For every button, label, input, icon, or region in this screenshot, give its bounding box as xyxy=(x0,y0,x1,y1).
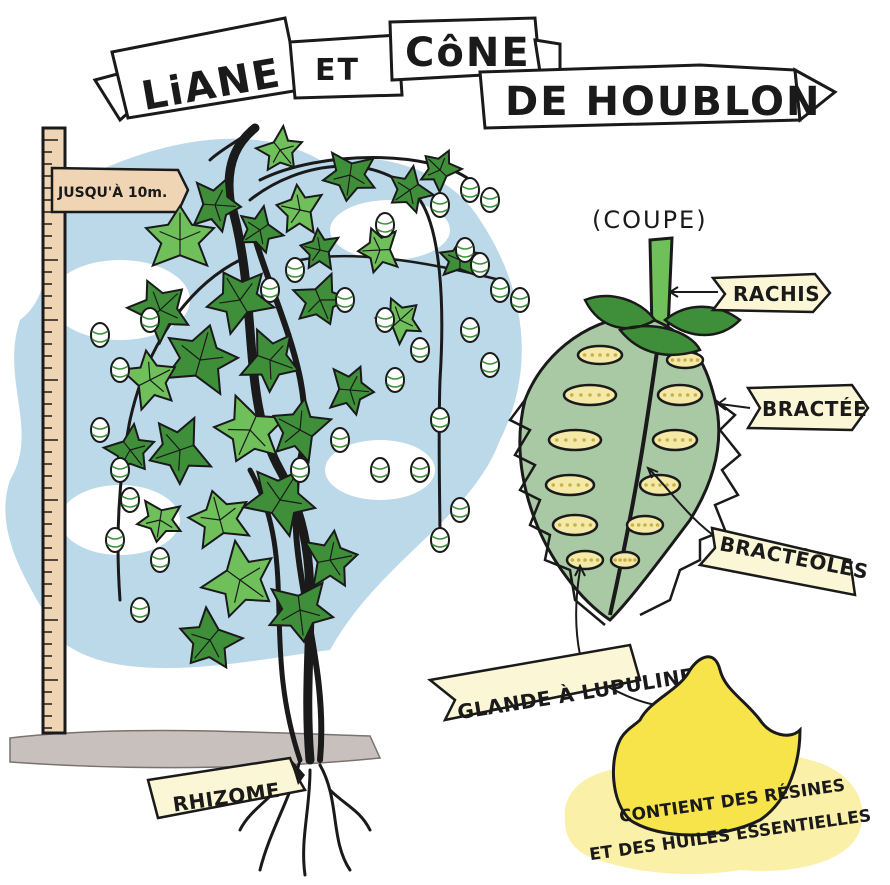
hop-cone xyxy=(471,253,489,277)
hop-cone xyxy=(106,528,124,552)
hop-cone xyxy=(151,548,169,572)
hop-cone xyxy=(511,288,529,312)
hop-cone xyxy=(376,213,394,237)
hop-cone xyxy=(411,338,429,362)
hop-cone xyxy=(461,318,479,342)
hop-cone xyxy=(131,598,149,622)
hop-cone xyxy=(331,428,349,452)
title-banner: LiANE ET CôNE DE HOUBLON xyxy=(95,18,835,128)
cone-section-label: (COUPE) xyxy=(592,206,708,234)
ruler-label: JUSQU'À 10m. xyxy=(57,184,167,201)
hop-cone xyxy=(336,288,354,312)
hop-cone xyxy=(371,458,389,482)
title-cone: CôNE xyxy=(405,30,531,76)
hop-cone xyxy=(261,278,279,302)
hop-cone xyxy=(91,323,109,347)
height-ruler xyxy=(43,128,65,733)
hop-cone xyxy=(376,308,394,332)
hop-cone xyxy=(121,488,139,512)
label-bracteoles: BRACTÉOLES xyxy=(700,528,871,595)
hop-cone xyxy=(286,258,304,282)
ruler-sign: JUSQU'À 10m. xyxy=(52,168,188,212)
hop-cone xyxy=(141,308,159,332)
title-et: ET xyxy=(315,53,360,88)
hop-cone xyxy=(431,408,449,432)
hop-cone xyxy=(91,418,109,442)
hop-cone xyxy=(461,178,479,202)
hop-cone xyxy=(431,193,449,217)
title-de-houblon: DE HOUBLON xyxy=(505,79,821,125)
label-bractee: BRACTÉE xyxy=(748,385,868,430)
hop-cone xyxy=(491,278,509,302)
hop-cone xyxy=(451,498,469,522)
hop-cone xyxy=(111,458,129,482)
ground xyxy=(10,730,380,767)
svg-text:RACHIS: RACHIS xyxy=(733,282,820,306)
hop-cone xyxy=(481,188,499,212)
hop-cone xyxy=(291,458,309,482)
label-rachis: RACHIS xyxy=(713,274,830,312)
hop-cone xyxy=(456,238,474,262)
hop-cone xyxy=(481,353,499,377)
hop-cone xyxy=(431,528,449,552)
svg-text:BRACTÉE: BRACTÉE xyxy=(762,397,867,421)
hop-cone xyxy=(386,368,404,392)
hop-cone xyxy=(411,458,429,482)
hop-cone xyxy=(111,358,129,382)
